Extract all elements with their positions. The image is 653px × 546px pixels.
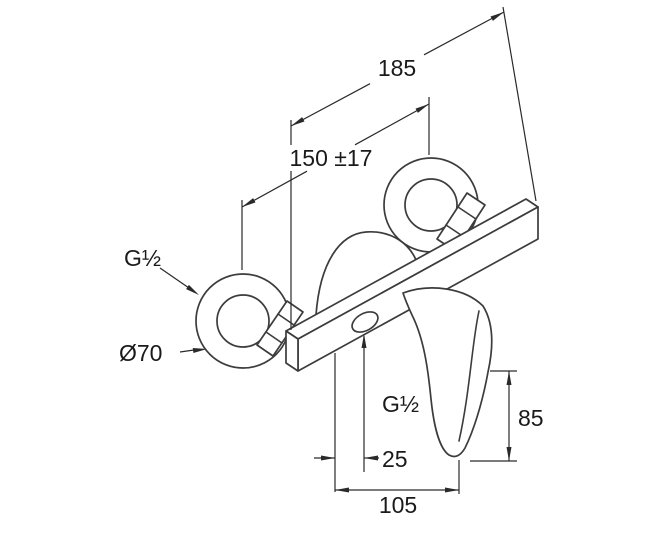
dim-label-overall-width: 185: [378, 55, 416, 81]
arrow-85-bottom: [506, 447, 512, 461]
lever-edge-line: [458, 310, 480, 442]
leader-wall-thread: [159, 267, 190, 289]
ext-line-185-right: [502, 6, 537, 202]
dim-line-150-b: [354, 103, 430, 146]
label-mask-185: [370, 55, 424, 81]
label-mask-150: [282, 145, 380, 171]
dim-label-overall-span: 105: [379, 492, 417, 518]
arrow-25-left: [321, 455, 335, 461]
escutcheon-right-inner: [404, 178, 458, 232]
dim-line-185-a: [290, 83, 371, 127]
arrow-wall-thread: [186, 284, 199, 295]
arrow-150-right: [415, 104, 429, 113]
mixer-body-dome: [315, 231, 417, 316]
outlet-slot: [351, 311, 379, 333]
leader-flange-diameter: [179, 349, 195, 353]
hex-nut-right-facet: [457, 206, 477, 220]
dim-label-outlet-thread: G½: [382, 391, 419, 417]
lever-handle: [402, 287, 493, 458]
dim-label-flange-diameter: Ø70: [119, 340, 162, 366]
dim-label-center-distance: 150 ±17: [290, 145, 373, 171]
dim-label-outlet-offset: 25: [382, 446, 408, 472]
hex-nut-left-facet: [265, 331, 283, 344]
arrow-flange-diameter: [192, 348, 207, 353]
arrow-105-left: [335, 487, 349, 493]
dimension-labels: 185 150 ±17 G½ Ø70 G½ 25 105 85: [119, 55, 544, 518]
arrow-25-right: [364, 455, 378, 461]
dimension-geometry: [159, 6, 537, 494]
dim-line-185-b: [423, 11, 505, 56]
arrow-outlet-thread: [361, 334, 367, 348]
arrow-105-right: [445, 487, 459, 493]
arrow-185-right: [490, 12, 504, 21]
arrow-185-left: [291, 117, 305, 126]
arrow-150-left: [242, 198, 256, 207]
body-plate-end-left: [285, 330, 299, 372]
escutcheon-left-inner: [216, 294, 270, 348]
arrow-85-top: [506, 371, 512, 385]
dim-label-lever-height: 85: [518, 405, 544, 431]
dim-label-wall-thread: G½: [124, 245, 161, 271]
